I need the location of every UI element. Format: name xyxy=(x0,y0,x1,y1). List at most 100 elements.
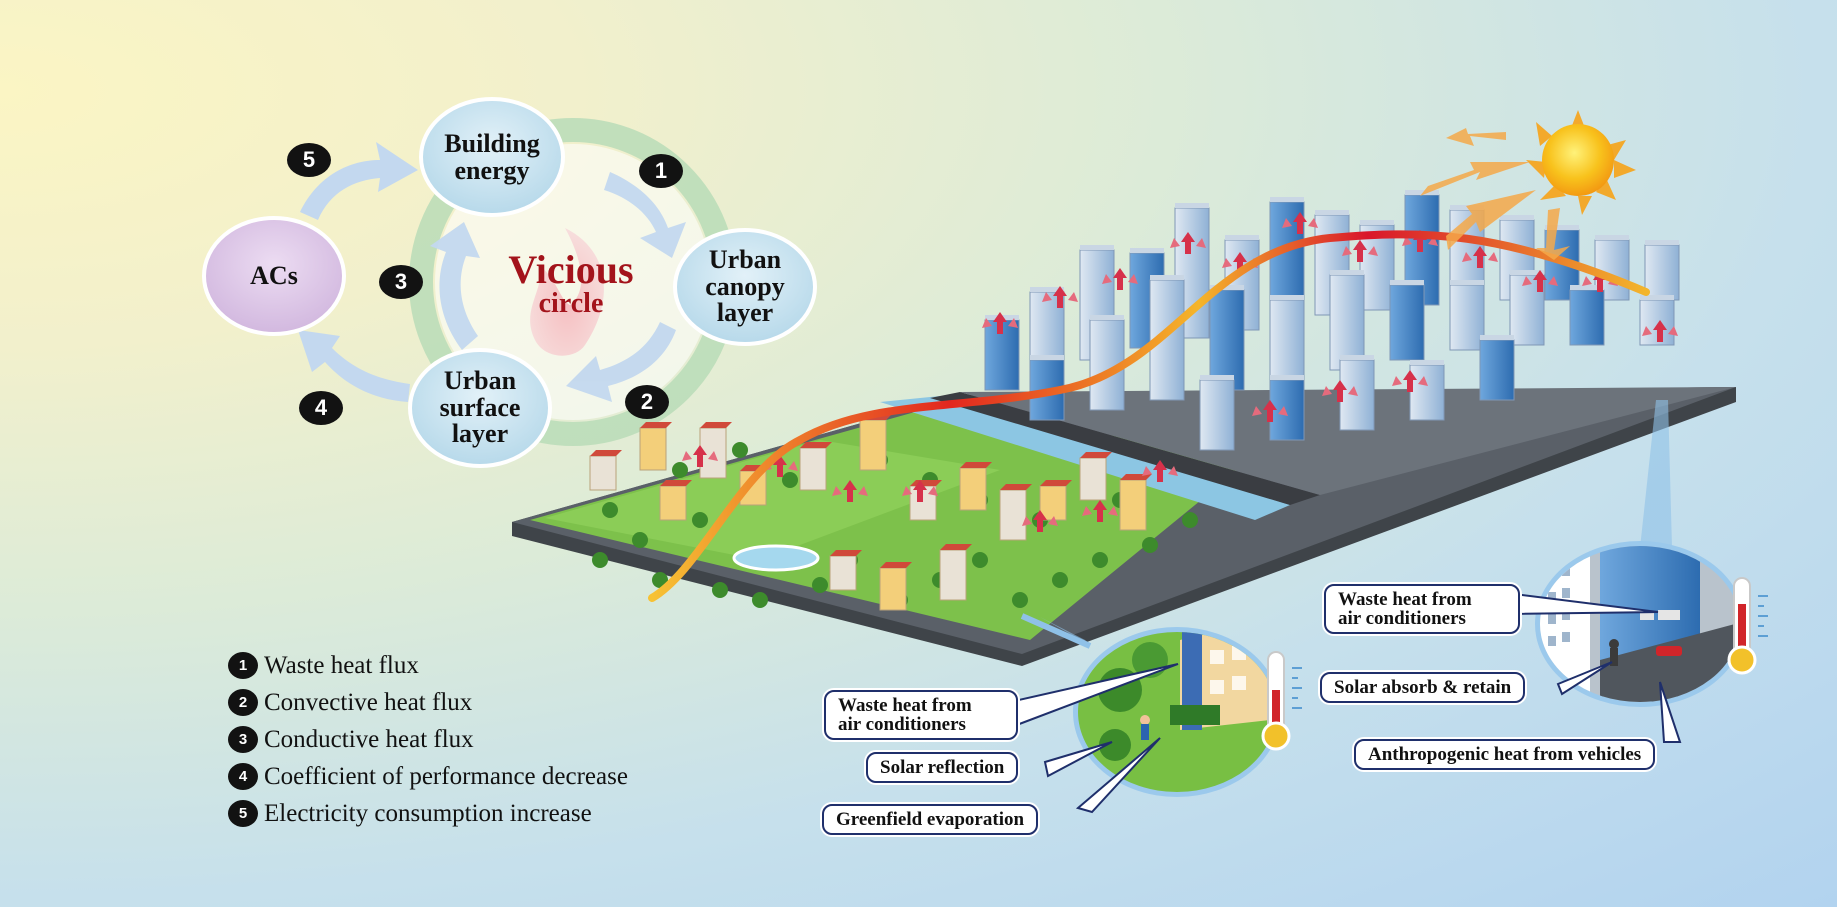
node-building-energy xyxy=(419,97,565,217)
isometric-city xyxy=(512,190,1736,666)
lens-downtown xyxy=(1504,400,1768,743)
heat-arrow xyxy=(1533,270,1547,292)
heat-arrow xyxy=(913,480,927,502)
heat-arrow-side xyxy=(1222,258,1232,268)
callout-line: Solar absorb & retain xyxy=(1334,677,1512,698)
low-rise-roof xyxy=(880,562,912,568)
low-rise-building xyxy=(659,485,687,521)
urban-heat-curve xyxy=(648,230,1650,602)
heat-arrow-side xyxy=(858,486,868,496)
green-park-area xyxy=(530,405,1250,640)
low-rise-building xyxy=(1039,485,1067,521)
high-rise-building xyxy=(1199,379,1235,451)
heat-arrow-side xyxy=(1108,506,1118,516)
high-rise-roof xyxy=(1090,315,1124,320)
heat-arrow-side xyxy=(1278,406,1288,416)
heat-arrow-side xyxy=(1668,326,1678,336)
heat-arrow-side xyxy=(1342,246,1352,256)
high-rise-building xyxy=(1644,244,1680,301)
high-rise-roof xyxy=(1270,295,1304,300)
node-label-acs: ACs xyxy=(204,256,344,296)
legend-text: Convective heat flux xyxy=(264,688,473,716)
heat-arrow xyxy=(1353,240,1367,262)
heat-arrow-side xyxy=(1252,406,1262,416)
heat-arrow xyxy=(1263,400,1277,422)
high-rise-roof xyxy=(1360,220,1394,225)
node-text-line: surface xyxy=(439,392,521,422)
callout-solar-reflection: Solar reflection xyxy=(866,752,1019,783)
inner-arrows xyxy=(430,172,686,402)
tree xyxy=(1142,537,1158,553)
heat-arrow-side xyxy=(682,451,692,461)
high-rise-roof xyxy=(1570,285,1604,290)
tree xyxy=(652,572,668,588)
legend-text: Waste heat flux xyxy=(264,651,419,679)
heat-arrow-side xyxy=(832,486,842,496)
tree xyxy=(632,532,648,548)
high-rise-building xyxy=(1569,289,1605,346)
high-rise-roof xyxy=(1510,270,1544,275)
callout-line: Greenfield evaporation xyxy=(836,809,1025,830)
low-rise-roof xyxy=(590,450,622,456)
high-rise-roof xyxy=(1030,287,1064,292)
heat-arrow-side xyxy=(982,318,992,328)
sun-icon xyxy=(1420,110,1636,260)
heat-arrow-side xyxy=(788,461,798,471)
high-rise-roof xyxy=(1450,280,1484,285)
low-rise-building xyxy=(1119,479,1147,531)
heat-arrow-side xyxy=(1322,386,1332,396)
heat-arrow xyxy=(1153,460,1167,482)
low-rise-roof xyxy=(1040,480,1072,486)
high-rise-roof xyxy=(1410,360,1444,365)
heat-arrow-side xyxy=(1462,252,1472,262)
low-rise-building xyxy=(959,467,987,511)
legend: 1 Waste heat flux 2 Convective heat flux… xyxy=(228,647,628,832)
low-rise-roof xyxy=(940,544,972,550)
callout-greenfield-evaporation: Greenfield evaporation xyxy=(822,804,1039,835)
heat-arrow-side xyxy=(708,451,718,461)
low-rise-building xyxy=(1079,457,1107,501)
heat-arrow-side xyxy=(1008,318,1018,328)
legend-text: Coefficient of performance decrease xyxy=(264,762,628,790)
high-rise-building xyxy=(1409,364,1445,421)
thermometer-icon xyxy=(1261,651,1302,751)
high-rise-building xyxy=(1389,284,1425,361)
low-rise-building xyxy=(859,419,887,471)
high-rise-building xyxy=(1269,299,1305,381)
low-rise-roof xyxy=(830,550,862,556)
callout-solar-absorb: Solar absorb & retain xyxy=(1320,672,1526,703)
outer-arrows xyxy=(298,142,418,402)
node-text-line: ACs xyxy=(250,260,298,290)
badge-conductive: 3 xyxy=(379,265,423,299)
callout-line: Waste heat from xyxy=(838,695,972,716)
vicious-circle-diagram xyxy=(202,97,817,468)
low-rise-roof xyxy=(800,442,832,448)
heat-arrow-side xyxy=(1392,376,1402,386)
heat-arrow-side xyxy=(1642,326,1652,336)
badge-waste-heat: 1 xyxy=(639,154,683,188)
low-rise-building xyxy=(639,427,667,471)
tree xyxy=(782,472,798,488)
node-text-line: Urban xyxy=(708,245,782,275)
high-rise-roof xyxy=(1340,355,1374,360)
tree xyxy=(602,502,618,518)
tree xyxy=(1182,512,1198,528)
legend-item: 5 Electricity consumption increase xyxy=(228,795,628,832)
legend-text: Conductive heat flux xyxy=(264,725,474,753)
heat-arrow-side xyxy=(1582,276,1592,286)
pond xyxy=(732,544,820,572)
high-rise-roof xyxy=(1150,275,1184,280)
high-rise-building xyxy=(1479,339,1515,401)
node-urban-surface-layer xyxy=(408,348,552,468)
low-rise-roof xyxy=(1080,452,1112,458)
heat-arrow-side xyxy=(1142,466,1152,476)
low-rise-building xyxy=(939,549,967,601)
tree xyxy=(672,462,688,478)
heat-arrow xyxy=(1181,232,1195,254)
heat-arrow xyxy=(1293,212,1307,234)
high-rise-roof xyxy=(1640,295,1674,300)
low-rise-buildings xyxy=(589,414,1152,611)
